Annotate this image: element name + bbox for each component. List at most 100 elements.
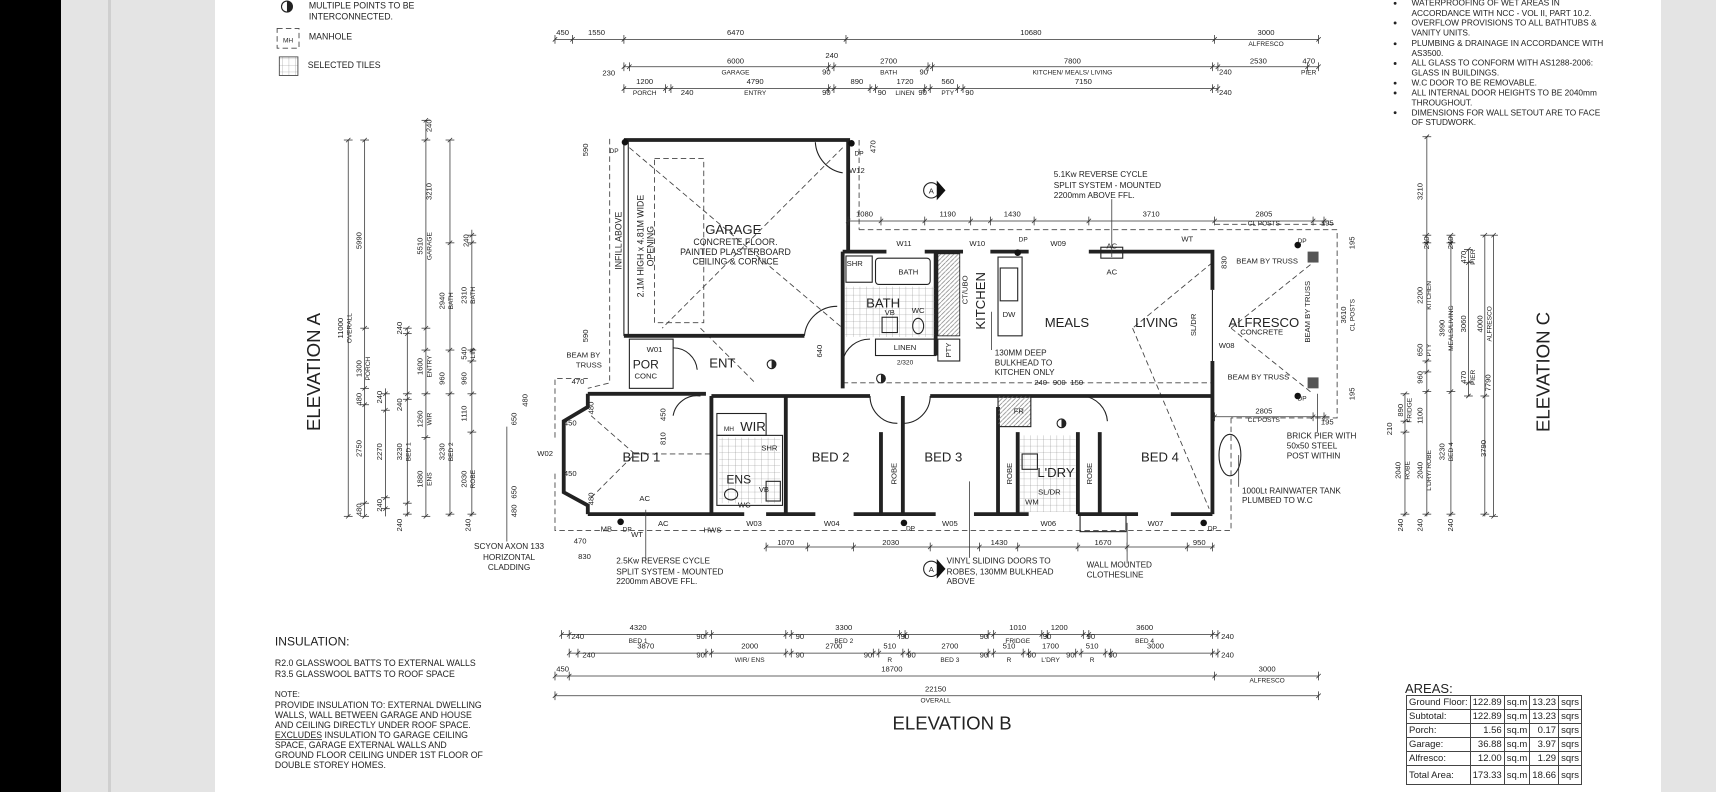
dimension-line [566, 673, 572, 679]
dimension-line [1212, 673, 1218, 679]
dimension-line [1316, 693, 1322, 699]
walls [561, 138, 1215, 517]
dimension-line [1086, 218, 1092, 224]
dimension-line [447, 391, 453, 397]
top-dimension: LINEN [895, 90, 915, 97]
plan-label: BEAM BY [566, 351, 600, 360]
dimension-line [552, 36, 558, 42]
plan-label: BEAM BY TRUSS [1228, 373, 1290, 382]
dimension-line [404, 325, 410, 331]
plan-dimension: 240 [1034, 378, 1047, 387]
bottom-dimension: 3600 [1136, 623, 1153, 632]
plan-label: DP [1208, 526, 1218, 533]
bottom-dimension: 90 [696, 632, 705, 641]
plan-label: MH [724, 426, 734, 433]
dimension-line [783, 632, 789, 637]
areas-cell-sqrs-unit: sqrs [1558, 695, 1583, 710]
plan-dimension: 810 [658, 432, 667, 445]
plan-dimension: 2030 [882, 538, 899, 547]
elevation-a-dimension: 1880 [416, 471, 425, 488]
plan-dimension: CL POSTS [1350, 298, 1357, 331]
top-dimension: BATH [880, 69, 897, 76]
elevation-c-dimension: BED 4 [1448, 442, 1455, 461]
dimension-line [1080, 632, 1086, 637]
elevation-c-dimension: 650 [1415, 344, 1424, 357]
dimension-line [826, 64, 831, 70]
dimension-line [668, 86, 674, 92]
bottom-dimension: BED 1 [629, 638, 648, 645]
dimension-line [1215, 64, 1221, 70]
annotation-text: CLADDING [488, 563, 530, 572]
bottom-dimension: 510 [1003, 642, 1016, 651]
dimension-line [1209, 64, 1215, 70]
plan-dimension: 195 [1321, 218, 1334, 227]
elevation-a-dimension: 3230 [437, 443, 446, 460]
plan-dimension: 3710 [1143, 210, 1160, 219]
dimension-line [362, 325, 368, 331]
dimension-line [404, 511, 410, 517]
plan-dimension: 1190 [939, 210, 955, 219]
dimension-line [447, 137, 453, 143]
top-dimension: 240 [681, 88, 694, 97]
bottom-dimension: 90 [1043, 632, 1052, 641]
dimension-line [1209, 86, 1215, 92]
bottom-dimension: ALFRESCO [1249, 678, 1284, 685]
dimension-line [788, 650, 794, 656]
insulation-note-line: DOUBLE STOREY HOMES. [275, 760, 386, 770]
dimension-line [566, 632, 572, 637]
dimension-line [703, 650, 709, 656]
plan-label: 2.1M HIGH x 4.81M WIDE [636, 195, 646, 298]
dimension-line [447, 347, 453, 353]
bottom-dimension: 90 [980, 650, 989, 659]
plan-dimension: 2805 [1255, 210, 1272, 219]
plan-label: ROBE [889, 463, 898, 485]
elevation-c-dimension: 3990 [1437, 320, 1446, 337]
areas-cell-sqm-unit: sq.m [1503, 695, 1531, 710]
dimension-line [1402, 391, 1408, 397]
top-dimension: 90 [878, 88, 887, 97]
elevation-a-dimension: 2310 [459, 287, 468, 304]
dimension-line [1102, 650, 1108, 656]
elevation-c-dimension: PIER [1470, 369, 1477, 385]
dimension-line [1465, 380, 1471, 386]
plan-dimension: 590 [581, 143, 590, 156]
dimension-line [976, 544, 982, 550]
tiled-wet-areas [719, 286, 1076, 512]
areas-cell-sqrs: 0.17 [1529, 723, 1560, 738]
elevation-a-dimension: PORCH [365, 357, 372, 381]
top-dimension: 240 [1219, 67, 1232, 76]
plan-label: BED 3 [924, 450, 962, 465]
top-dimension: 4790 [747, 77, 764, 86]
bottom-dimension: 90 [1087, 632, 1096, 641]
plan-label: ROBE [1005, 463, 1014, 485]
annotation-text: CLOTHESLINE [1087, 571, 1144, 580]
dimension-line [1209, 650, 1215, 656]
plan-dimension: 1080 [856, 210, 873, 219]
annotation-text: PLUMBED TO W.C [1242, 496, 1313, 505]
plan-label: WIR [740, 419, 765, 434]
elevation-c-dimension: 3060 [1459, 315, 1468, 332]
bottom-dimension: 3000 [1259, 665, 1276, 674]
areas-cell-sqrs: 1.29 [1529, 751, 1560, 766]
plan-label: DP [1298, 238, 1308, 245]
elevation-a-dimension: GARAGE [426, 231, 433, 260]
bottom-dimension: OVERALL [921, 697, 952, 704]
dimension-line [570, 36, 575, 42]
dimension-line [1020, 650, 1026, 656]
dimension-line [447, 511, 453, 517]
insulation-line: R3.5 GLASSWOOL BATTS TO ROOF SPACE [275, 669, 455, 679]
plan-label: BED 1 [622, 450, 660, 465]
elevation-a-dimension: WIR [426, 412, 433, 425]
annotation-text: BRICK PIER WITH [1287, 432, 1357, 441]
areas-cell-sqm: 36.88 [1469, 737, 1505, 752]
dimension-line [1424, 358, 1430, 364]
elevation-c-dimension: 4000 [1476, 315, 1485, 332]
dimension-line [955, 86, 961, 92]
dimension-line [831, 86, 837, 92]
dimension-line [927, 544, 933, 550]
dimension-line [575, 650, 581, 656]
bottom-dimension: 22150 [925, 684, 946, 693]
dimension-line [960, 86, 966, 92]
